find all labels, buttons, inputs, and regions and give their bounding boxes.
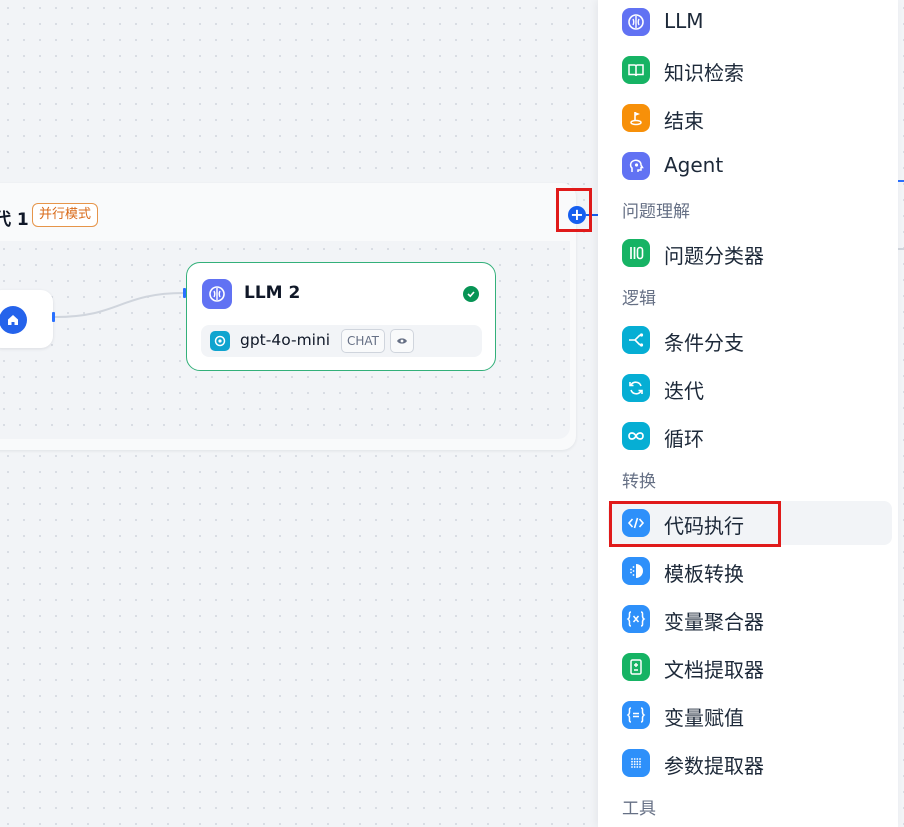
- panel-item-label: 文档提取器: [664, 658, 764, 682]
- section-header: 转换: [622, 472, 656, 492]
- panel-item-label: 问题分类器: [664, 244, 764, 268]
- edge-stub: [898, 180, 904, 182]
- model-selector[interactable]: gpt-4o-mini CHAT: [201, 325, 482, 357]
- panel-item-label: Agent: [664, 153, 724, 177]
- panel-item-parameter-extractor[interactable]: 参数提取器: [608, 741, 892, 785]
- model-name: gpt-4o-mini: [240, 331, 331, 349]
- llm-node[interactable]: LLM 2 gpt-4o-mini CHAT: [186, 262, 496, 371]
- panel-item-label: 参数提取器: [664, 754, 764, 778]
- llm-node-title: LLM 2: [244, 283, 301, 303]
- panel-item-label: 变量赋值: [664, 706, 744, 730]
- openai-icon: [210, 331, 230, 351]
- param-extractor-icon: [622, 749, 650, 777]
- panel-item-question-classifier[interactable]: 问题分类器: [608, 231, 892, 275]
- panel-item-agent[interactable]: Agent: [608, 144, 892, 188]
- panel-item-label: 循环: [664, 427, 704, 451]
- model-mode-tag: CHAT: [341, 329, 386, 353]
- brain-icon: [622, 8, 650, 36]
- highlight-box-code-item: [609, 501, 781, 547]
- panel-item-document-extractor[interactable]: 文档提取器: [608, 645, 892, 689]
- iteration-icon: [622, 374, 650, 402]
- brain-icon: [202, 279, 232, 309]
- template-icon: [622, 557, 650, 585]
- panel-item-label: 代码执行: [664, 514, 744, 538]
- success-check-icon: [463, 286, 479, 302]
- panel-item-label: 变量聚合器: [664, 610, 764, 634]
- panel-item-variable-assigner[interactable]: 变量赋值: [608, 693, 892, 737]
- section-header: 逻辑: [622, 289, 656, 309]
- agent-icon: [622, 152, 650, 180]
- node-selector-panel: LLM 知识检索 结束 Agent 问题理解 问题分类器 逻辑 条件分支: [598, 0, 898, 827]
- panel-item-label: LLM: [664, 9, 704, 33]
- panel-item-code[interactable]: 代码执行: [608, 501, 892, 545]
- panel-item-label: 模板转换: [664, 562, 744, 586]
- doc-extractor-icon: [622, 653, 650, 681]
- panel-item-knowledge-retrieval[interactable]: 知识检索: [608, 48, 892, 92]
- start-output-handle[interactable]: [52, 312, 55, 322]
- add-node-button[interactable]: +: [568, 206, 586, 224]
- highlight-box-add-button: [556, 188, 592, 232]
- home-icon: [0, 306, 27, 334]
- add-connector-line: [586, 214, 598, 216]
- panel-item-if-else[interactable]: 条件分支: [608, 318, 892, 362]
- iteration-title: 代 1: [0, 210, 29, 230]
- section-header: 问题理解: [622, 202, 690, 222]
- panel-item-label: 条件分支: [664, 331, 744, 355]
- end-icon: [622, 104, 650, 132]
- vision-eye-icon: [390, 329, 414, 353]
- loop-icon: [622, 422, 650, 450]
- llm-input-handle[interactable]: [183, 288, 186, 298]
- parallel-mode-badge: 并行模式: [32, 203, 99, 227]
- panel-item-variable-aggregator[interactable]: 变量聚合器: [608, 597, 892, 641]
- edge-stub: [898, 248, 904, 250]
- iteration-start-node[interactable]: [0, 290, 53, 348]
- variable-assign-icon: [622, 701, 650, 729]
- panel-item-label: 知识检索: [664, 61, 744, 85]
- panel-item-end[interactable]: 结束: [608, 96, 892, 140]
- classifier-icon: [622, 239, 650, 267]
- branch-icon: [622, 326, 650, 354]
- variable-aggregator-icon: [622, 605, 650, 633]
- panel-item-label: 迭代: [664, 379, 704, 403]
- panel-item-label: 结束: [664, 109, 704, 133]
- code-icon: [622, 509, 650, 537]
- section-header: 工具: [622, 799, 656, 819]
- panel-item-llm[interactable]: LLM: [608, 0, 892, 44]
- panel-item-iteration[interactable]: 迭代: [608, 366, 892, 410]
- book-icon: [622, 56, 650, 84]
- panel-item-template-transform[interactable]: 模板转换: [608, 549, 892, 593]
- panel-item-loop[interactable]: 循环: [608, 414, 892, 458]
